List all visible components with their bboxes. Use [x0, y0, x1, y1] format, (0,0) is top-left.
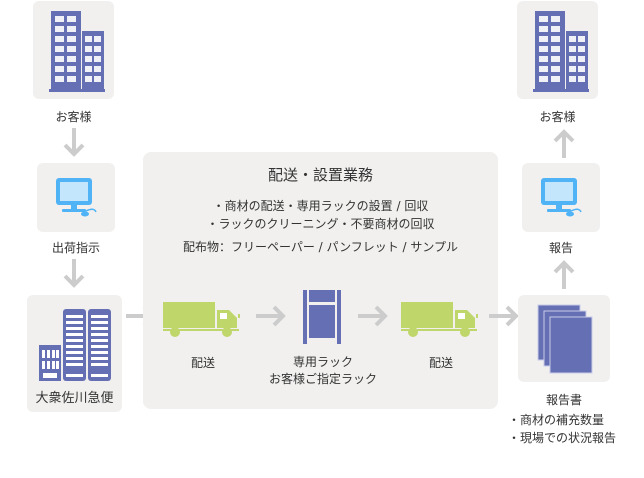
report-tile — [522, 163, 600, 232]
panel-bullet: ・商材の配送・専用ラックの設置 / 回収 — [212, 199, 429, 213]
step-label-rack: 専用ラック お客様ご指定ラック — [243, 354, 403, 388]
office-building-icon — [49, 11, 105, 92]
report-item: ・現場での状況報告 — [508, 431, 617, 445]
computer-monitor-icon — [56, 178, 97, 217]
computer-monitor-icon — [541, 178, 582, 217]
customer-label-right: お客様 — [539, 110, 576, 124]
customer-tile-right — [517, 1, 598, 99]
arrow-up-icon — [553, 129, 575, 158]
arrow-down-icon — [63, 128, 85, 157]
panel-title: 配送・設置業務 — [267, 166, 373, 184]
arrow-right-icon — [256, 305, 286, 327]
company-tile: 大衆佐川急便 — [27, 295, 122, 412]
report-label: 報告 — [548, 241, 573, 255]
customer-label-left: お客様 — [55, 110, 92, 124]
panel-distribution: 配布物：フリーペーパー / パンフレット / サンプル — [182, 240, 459, 254]
arrow-down-icon — [63, 259, 85, 288]
arrow-up-icon — [553, 260, 575, 289]
truck-icon — [401, 302, 478, 337]
truck-icon — [163, 302, 240, 337]
step-label-delivery: 配送 — [428, 356, 453, 370]
company-building-icon — [39, 309, 111, 381]
delivery-installation-panel: 配送・設置業務 ・商材の配送・専用ラックの設置 / 回収 ・ラックのクリーニング… — [143, 152, 498, 409]
step-label-delivery: 配送 — [190, 356, 215, 370]
rack-label-line2: お客様ご指定ラック — [268, 372, 377, 386]
shipping-instruction-label: 出荷指示 — [51, 241, 100, 255]
arrow-right-icon — [489, 305, 519, 327]
office-building-icon — [533, 11, 589, 92]
panel-bullet: ・ラックのクリーニング・不要商材の回収 — [206, 217, 435, 231]
shipping-instruction-tile — [37, 163, 115, 232]
rack-icon — [303, 290, 341, 344]
arrow-right-icon — [358, 305, 388, 327]
company-label: 大衆佐川急便 — [35, 391, 114, 406]
rack-label-line1: 専用ラック — [292, 355, 353, 369]
report-document-label: 報告書 — [545, 393, 582, 407]
report-document-tile — [518, 295, 610, 382]
report-item: ・商材の補充数量 — [508, 413, 605, 427]
report-documents-icon — [537, 304, 593, 374]
customer-tile-left — [33, 1, 114, 99]
